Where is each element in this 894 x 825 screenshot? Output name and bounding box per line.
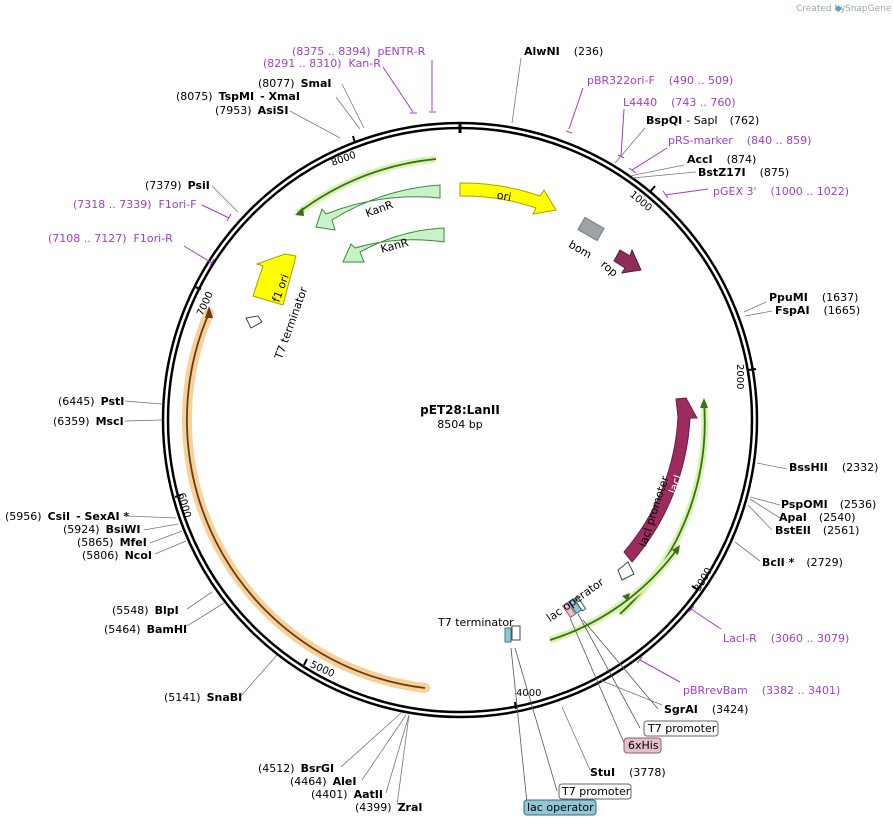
site-msci[interactable]: (6359)MscI: [53, 415, 124, 428]
orf-small-arrowhead: [672, 545, 680, 555]
snapgene-logo-icon: ◆: [835, 4, 842, 14]
primer-labels: pBR322ori-F (490 .. 509) L4440 (743 .. 7…: [48, 45, 849, 697]
laci-promoter-icon[interactable]: [617, 561, 635, 581]
laci-feature[interactable]: [623, 397, 698, 563]
ori-feature[interactable]: [459, 182, 557, 215]
f1-ori-feature[interactable]: [252, 253, 297, 306]
kanr-feature-1[interactable]: [315, 184, 441, 231]
site-tspmi[interactable]: (8075)TspMI- XmaI: [176, 90, 300, 103]
site-bstz17i[interactable]: BstZ17I(875): [698, 166, 789, 179]
his-tag-label: 6xHis: [628, 739, 659, 752]
site-snabi[interactable]: (5141)SnaBI: [164, 691, 242, 704]
orf-arc: [186, 312, 426, 689]
site-acci[interactable]: AccI(874): [687, 153, 756, 166]
site-zrai[interactable]: (4399)ZraI: [355, 801, 423, 814]
site-leader-lines: [124, 57, 788, 806]
laci-label: lacI: [666, 473, 684, 495]
primer-f1ori-r[interactable]: (7108 .. 7127) F1ori-R: [48, 232, 173, 245]
feature-leader-lines: [510, 613, 659, 804]
primer-l4440[interactable]: L4440 (743 .. 760): [623, 96, 736, 109]
site-bamhi[interactable]: (5464)BamHI: [104, 623, 187, 636]
credit-created-by: Created by: [796, 4, 846, 14]
lac-operator-box[interactable]: lac operator: [523, 799, 597, 816]
restriction-site-labels: AlwNI(236) BspQI- SapI(762) AccI(874) Bs…: [5, 45, 878, 814]
site-smai[interactable]: (8077)SmaI: [258, 77, 331, 90]
site-apai[interactable]: ApaI(2540): [779, 511, 855, 524]
site-psti[interactable]: (6445)PstI: [58, 395, 124, 408]
site-stui[interactable]: StuI(3778): [590, 766, 666, 779]
primer-pgex3[interactable]: pGEX 3' (1000 .. 1022): [713, 185, 849, 198]
site-psii[interactable]: (7379)PsiI: [145, 179, 210, 192]
site-alei[interactable]: (4464)AleI: [290, 775, 356, 788]
primer-pbr322ori-f[interactable]: pBR322ori-F (490 .. 509): [587, 74, 733, 87]
site-ppumi[interactable]: PpuMI(1637): [769, 291, 858, 304]
ori-label: ori: [496, 189, 512, 204]
orf-kan-glow: [295, 155, 437, 216]
primer-laci-r[interactable]: LacI-R (3060 .. 3079): [723, 632, 849, 645]
plasmid-name: pET28:LanII: [420, 403, 500, 417]
site-aatii[interactable]: (4401)AatII: [311, 788, 383, 801]
orf-kan-arc: [297, 158, 437, 214]
t7-terminator-bottom-label: T7 terminator: [437, 616, 514, 629]
site-mfei[interactable]: (5865)MfeI: [77, 536, 147, 549]
site-asisi[interactable]: (7953)AsiSI: [215, 104, 288, 117]
t7-promoter-box-2[interactable]: T7 promoter: [558, 783, 632, 800]
site-blpi[interactable]: (5548)BlpI: [112, 604, 179, 617]
primer-pbrrevbam[interactable]: pBRrevBam (3382 .. 3401): [683, 684, 840, 697]
primer-leader-lines: [183, 60, 722, 683]
site-bsiwi[interactable]: (5924)BsiWI: [63, 523, 141, 536]
t7-promoter-box-1-label: T7 promoter: [647, 722, 717, 735]
site-alwni[interactable]: AlwNI(236): [524, 45, 603, 58]
credit-brand: SnapGene: [845, 4, 892, 14]
his-tag-box[interactable]: 6xHis: [623, 737, 662, 754]
t7-terminator-top-icon[interactable]: [245, 315, 263, 329]
lac-operator-feature[interactable]: [561, 596, 587, 619]
site-ncoi[interactable]: (5806)NcoI: [82, 549, 152, 562]
lac-operator-box-label: lac operator: [527, 801, 594, 814]
orf-laci-arrowhead: [700, 398, 708, 408]
site-pspomi[interactable]: PspOMI(2536): [781, 498, 876, 511]
orf-arc-glow: [181, 308, 430, 693]
site-fspai[interactable]: FspAI(1665): [775, 304, 860, 317]
t7-promoter-box-1[interactable]: T7 promoter: [643, 720, 719, 737]
primer-kan-r[interactable]: (8291 .. 8310) Kan-R: [263, 57, 381, 70]
kanr-label-2: KanR: [379, 236, 410, 256]
tick-8000: 8000: [330, 150, 358, 169]
site-bsshii[interactable]: BssHII(2332): [789, 461, 878, 474]
site-sgrai[interactable]: SgrAI(3424): [664, 703, 748, 716]
site-bsrgi[interactable]: (4512)BsrGI: [258, 762, 334, 775]
t7-terminator-bottom-feature[interactable]: [504, 625, 521, 643]
laci-promoter-label: lacI promoter: [636, 474, 671, 548]
site-bcli[interactable]: BclI *(2729): [762, 556, 843, 569]
primer-pentr-r[interactable]: (8375 .. 8394) pENTR-R: [292, 45, 426, 58]
tick-2000: 2000: [734, 364, 745, 389]
primer-prs-marker[interactable]: pRS-marker (840 .. 859): [668, 134, 811, 147]
orf-small-glow: [548, 545, 681, 644]
kanr-feature-2[interactable]: [342, 227, 445, 263]
orf-kan-arrowhead: [295, 207, 304, 216]
bom-label: bom: [566, 238, 594, 261]
bom-feature[interactable]: [577, 216, 605, 242]
orf-arrowhead: [205, 306, 213, 318]
site-bspqi[interactable]: BspQI- SapI(762): [646, 114, 759, 127]
site-csii[interactable]: (5956)CsiI- SexAI *: [5, 510, 129, 523]
rop-feature[interactable]: [613, 248, 642, 274]
t7-promoter-box-2-label: T7 promoter: [561, 785, 631, 798]
primer-f1ori-f[interactable]: (7318 .. 7339) F1ori-F: [73, 198, 196, 211]
orf-small-arrowhead-2: [622, 593, 630, 601]
orf-small-arc: [549, 547, 679, 641]
plasmid-size: 8504 bp: [437, 418, 482, 431]
site-bsteii[interactable]: BstEII(2561): [775, 524, 859, 537]
